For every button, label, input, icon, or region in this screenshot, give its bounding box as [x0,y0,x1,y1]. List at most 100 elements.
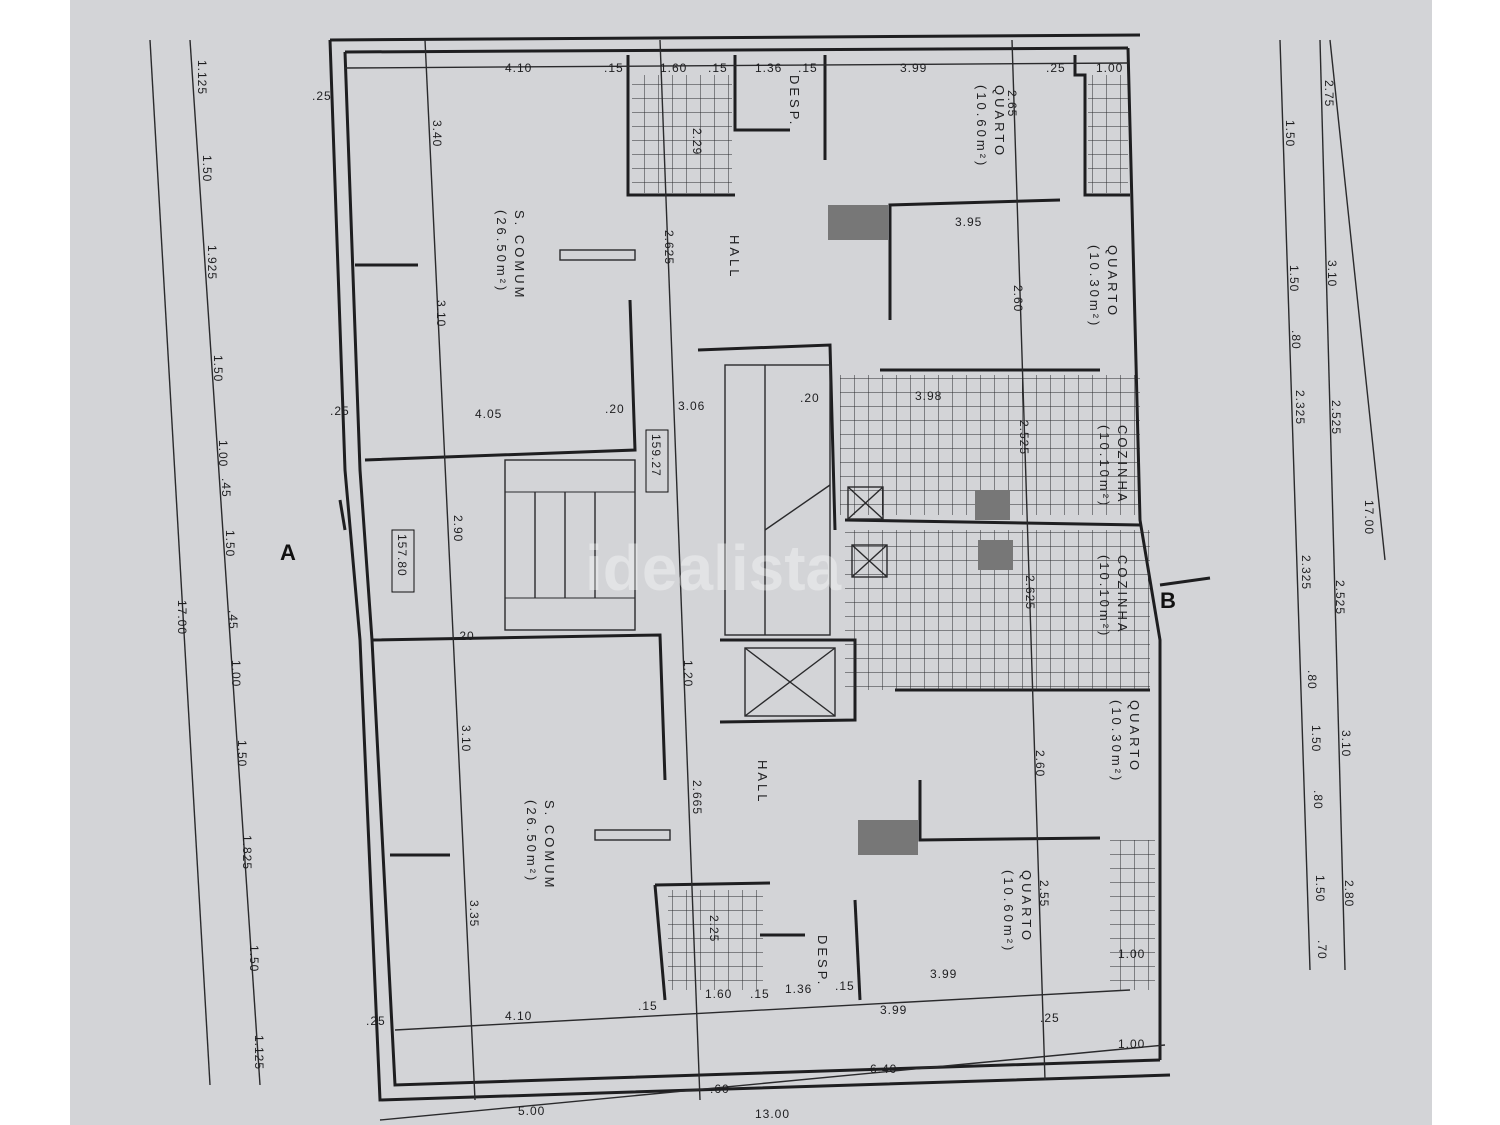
room-hall-bottom: HALL [755,760,770,805]
dimension-label: 3.06 [678,399,705,413]
dim-top: .25 [1046,61,1066,75]
room-sala-bottom: S. COMUM [542,800,557,890]
room-quarto-2-area: (10.30m²) [1087,245,1102,328]
dim-right: 3.10 [1339,730,1353,757]
dim-right-inner: 1.50 [1283,120,1297,147]
dimension-label: 3.10 [434,300,448,327]
dim-right-total: 17.00 [1362,500,1376,535]
room-cozinha-1-area: (10.10m²) [1097,425,1112,508]
tiled-areas [632,75,1155,990]
dim-top: 1.36 [755,61,782,75]
dim-right-inner: .80 [1311,790,1325,810]
dim-left: .45 [226,610,240,630]
dimension-label: 4.05 [475,407,502,421]
room-hall-top: HALL [727,235,742,280]
dimension-lines [149,39,1386,1121]
dimension-label: .25 [312,89,332,103]
section-b-label: B [1160,588,1176,613]
dim-left: 1.00 [229,660,243,687]
dimension-label: 3.95 [955,215,982,229]
dim-right-inner: .80 [1305,670,1319,690]
dim-bottom: 1.00 [1118,947,1145,961]
dimension-label: 2.60 [1033,750,1047,777]
dim-left: 1.125 [252,1035,266,1070]
section-a-marker [338,499,347,531]
room-cozinha-1: COZINHA [1115,425,1130,505]
dim-right-inner: 2.325 [1299,555,1313,590]
left-dimensions: 17.00 1.125 1.50 1.925 1.50 1.00 .45 1.5… [175,60,266,1070]
dim-top: .15 [708,61,728,75]
dimension-label: 3.35 [467,900,481,927]
room-quarto-3: QUARTO [1127,700,1142,773]
dim-left: 1.925 [205,245,219,280]
watermark: idealista [585,532,842,604]
dim-left: .45 [219,478,233,498]
level-left: 157.80 [395,534,409,577]
dimension-label: 2.29 [690,128,704,155]
dim-top: 1.60 [660,61,687,75]
dimension-label: 2.65 [1005,90,1019,117]
room-desp-bottom: DESP. [815,935,830,987]
room-quarto-3-area: (10.30m²) [1109,700,1124,783]
dimension-label: .20 [455,629,475,643]
dim-bottom: .15 [835,979,855,993]
dimension-label: 2.60 [1011,285,1025,312]
room-sala-top: S. COMUM [512,210,527,300]
interior-dimensions: 3.40 3.10 2.90 3.10 3.35 2.625 2.665 1.2… [312,89,1059,1028]
dim-left: 1.00 [216,440,230,467]
dimension-label: 3.10 [459,725,473,752]
dim-right-inner: .80 [1289,330,1303,350]
dim-left: 1.50 [200,155,214,182]
dim-bottom: 3.99 [930,967,957,981]
bottom-dimensions: 4.10 .15 1.60 .15 1.36 .15 3.99 1.00 5.0… [505,947,1145,1121]
dimension-label: 1.20 [681,660,695,687]
dimension-label: 2.90 [451,515,465,542]
section-b-marker [1159,576,1211,587]
staircase [504,364,831,636]
dimension-label: .25 [366,1014,386,1028]
room-labels: S. COMUM(26.50m²) S. COMUM(26.50m²) HALL… [494,75,1142,987]
room-cozinha-2: COZINHA [1115,555,1130,635]
top-dimensions: 4.10 .15 1.60 .15 1.36 .15 3.99 .25 1.00 [505,61,1123,75]
room-quarto-1-area: (10.60m²) [974,85,989,168]
dim-right-inner: 1.50 [1309,725,1323,752]
dim-left: 1.50 [235,740,249,767]
dim-left-total: 17.00 [175,600,189,635]
dim-left: 1.825 [240,835,254,870]
dim-right: 3.10 [1325,260,1339,287]
dim-bottom-outer: 5.00 [518,1104,545,1118]
interior-walls [355,55,1150,1001]
room-quarto-1: QUARTO [992,85,1007,158]
dimension-label: 2.25 [707,915,721,942]
dim-left: 1.50 [211,355,225,382]
section-a-label: A [280,540,296,565]
room-cozinha-2-area: (10.10m²) [1097,555,1112,638]
dim-bottom: .15 [638,999,658,1013]
right-dimensions: 17.00 2.75 3.10 2.525 2.525 3.10 2.80 1.… [1283,80,1376,960]
level-right-box: 159.27 [645,429,669,493]
dim-right: 2.525 [1329,400,1343,435]
dimension-label: 2.525 [1017,420,1031,455]
room-quarto-4-area: (10.60m²) [1001,870,1016,953]
dimension-label: .20 [800,391,820,405]
dim-left: 1.125 [195,60,209,95]
dim-top: 1.00 [1096,61,1123,75]
dim-left: 1.50 [223,530,237,557]
dim-bottom: 4.10 [505,1009,532,1023]
dimension-label: 2.625 [1023,575,1037,610]
dim-bottom-outer: 13.00 [755,1107,790,1121]
dimension-label: 2.625 [662,230,676,265]
dimension-label: .20 [605,402,625,416]
dim-right-inner: 2.325 [1293,390,1307,425]
room-quarto-2: QUARTO [1105,245,1120,318]
room-desp-top: DESP. [787,75,802,127]
dim-bottom-outer: 1.00 [1118,1037,1145,1051]
dim-right: 2.75 [1322,80,1336,107]
dim-bottom-outer: 6.40 [870,1062,897,1076]
dim-left: 1.50 [247,945,261,972]
dim-right-inner: .70 [1315,940,1329,960]
dim-top: 4.10 [505,61,532,75]
dimension-label: 3.99 [880,1003,907,1017]
